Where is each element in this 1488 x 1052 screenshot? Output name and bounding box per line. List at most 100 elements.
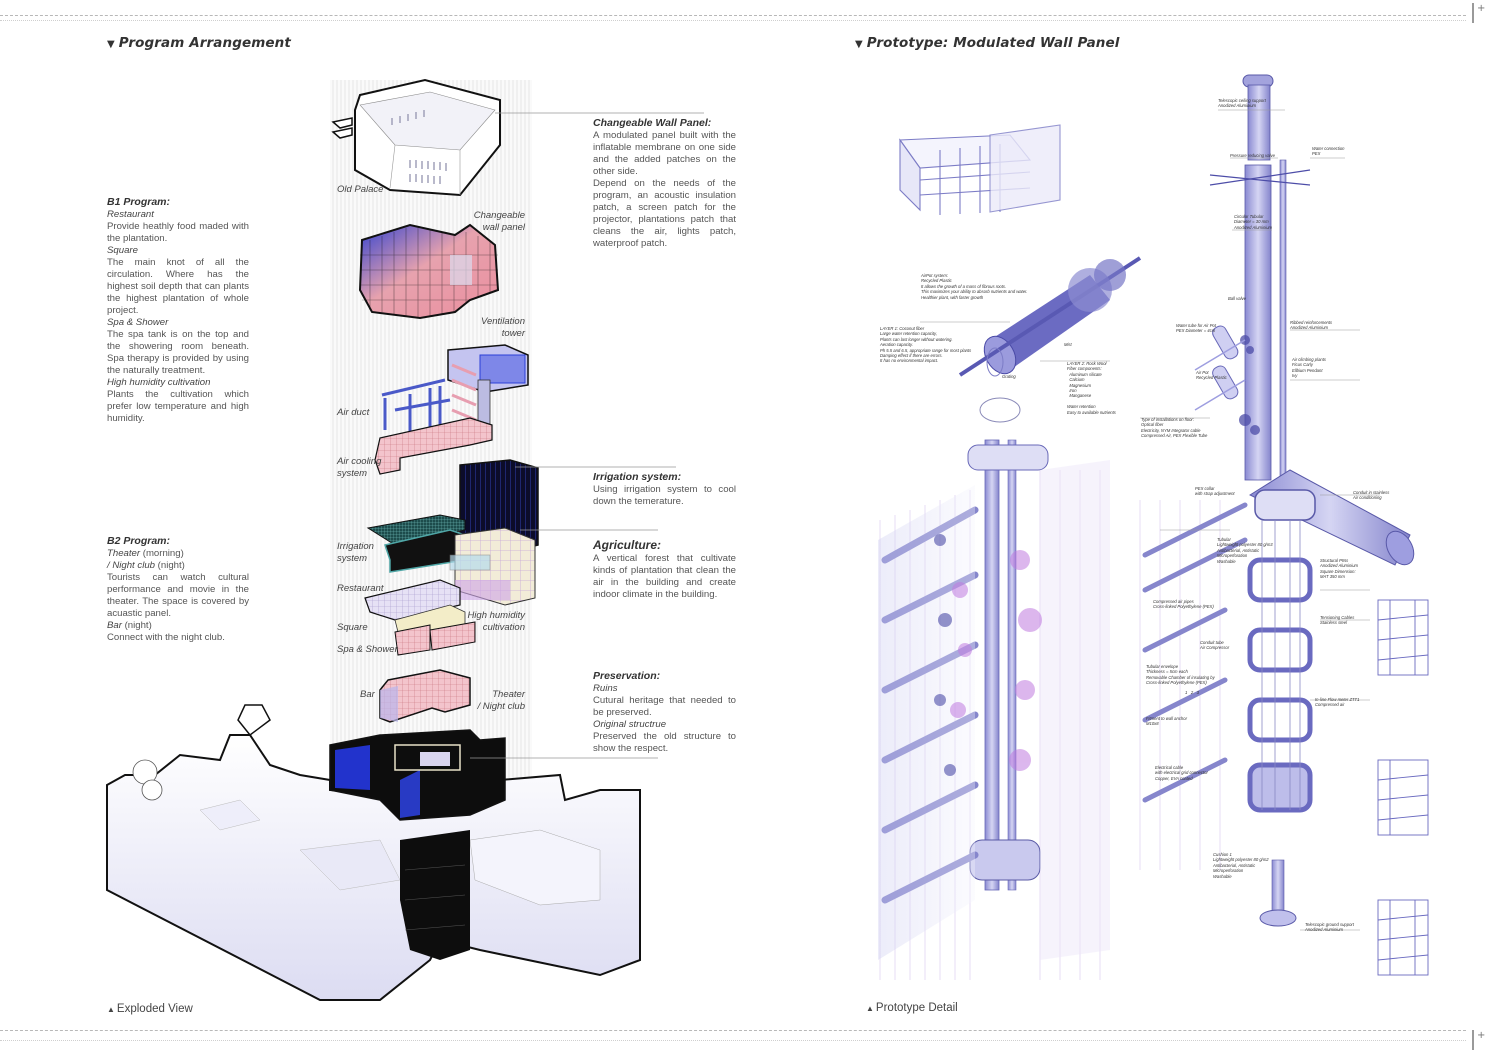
preservation-heading: Preservation: — [593, 670, 661, 682]
air-cooling-system — [374, 417, 493, 475]
proto-label-pex-collar: PEX collar with strap adjustment — [1195, 486, 1235, 497]
triangle-down-icon: ▼ — [855, 39, 863, 50]
label-theater-nightclub: Theater / Night club — [477, 689, 525, 712]
high-humidity-block — [449, 527, 536, 606]
proto-label-inline-flowmeter: In-line Flow meter ZTT1 Compressed air — [1315, 697, 1360, 708]
wall-panel-heading: Changeable Wall Panel: — [593, 117, 712, 129]
top-dotted-line — [0, 20, 1466, 21]
panel-membrane — [878, 485, 975, 960]
b2-bar-text: Connect with the night club. — [107, 632, 225, 643]
proto-label-air-pot: Air Pot Recycled Plastic — [1196, 370, 1227, 381]
label-square: Square — [337, 622, 368, 633]
proto-label-installation-type: Type of installations on floor: Optical … — [1141, 417, 1208, 439]
proto-label-tensioning-cables: Tensioning Cables Stainless steel — [1320, 615, 1355, 626]
proto-label-grating: Grating — [1002, 374, 1016, 379]
label-irrigation: Irrigation system — [337, 541, 374, 564]
label-restaurant: Restaurant — [337, 583, 384, 594]
preservation-ruins-text: Cutural heritage that needed to be prese… — [593, 695, 736, 718]
b1-cultivation-label: High humidity cultivation — [107, 377, 211, 388]
air-duct — [381, 378, 451, 435]
preservation-structure-text: Preserved the old structure to show the … — [593, 731, 736, 754]
prototype-illustration — [878, 74, 1429, 980]
proto-label-ribbed: Ribbed reinforcements Anodized Aluminium — [1290, 320, 1333, 331]
b2-nightclub-label: / Night club — [107, 560, 155, 571]
proto-label-ceiling-support: Telescopic ceiling support Anodized Alum… — [1218, 98, 1266, 109]
label-ventilation-tower: Ventilation tower — [480, 316, 525, 339]
triangle-down-icon: ▼ — [107, 39, 115, 50]
b1-cultivation-text: Plants the cultivation which prefer low … — [107, 389, 249, 424]
label-old-palace: Old Palace — [337, 184, 384, 195]
proto-label-water-tube: Water tube for Air Pot PEX Diameter = 4c… — [1176, 323, 1217, 334]
b1-restaurant-label: Restaurant — [107, 209, 154, 220]
agriculture-text: A vertical forest that cultivate kinds o… — [593, 553, 736, 600]
b1-spa-label: Spa & Shower — [107, 317, 169, 328]
triangle-up-icon: ▲ — [866, 1004, 874, 1013]
column-left — [967, 397, 1049, 891]
irrigation-annotation: Irrigation system: Using irrigation syst… — [593, 471, 736, 508]
proto-label-climbing-plants: Air climbing plants Ficus Carly Ellbium … — [1292, 357, 1326, 379]
b1-spa-text: The spa tank is on the top and the showe… — [107, 329, 249, 376]
column-right — [1142, 74, 1415, 927]
restaurant-square-spa-blocks — [364, 579, 476, 656]
proto-label-layer2: LAYER 2: Rock Wool Fiber components: Alu… — [1067, 361, 1116, 415]
wall-panel-annotation: Changeable Wall Panel: A modulated panel… — [593, 117, 736, 250]
b2-theater-text: Tourists can watch cultural performance … — [107, 572, 249, 619]
panel-sketches — [1377, 599, 1429, 976]
proto-label-pressure-valve: Pressure reducing valve — [1230, 153, 1275, 158]
wall-panel-cluster — [358, 223, 500, 320]
label-air-cooling: Air cooling system — [337, 456, 382, 479]
label-high-humidity: High humidity cultivation — [467, 610, 525, 633]
b2-bar-label: Bar — [107, 620, 122, 631]
proto-label-wall-anchor: Fitment to wall anchor M10x8 — [1146, 716, 1187, 727]
proto-label-conduit-tube: Conduit tube Air Compressor — [1200, 640, 1230, 651]
preservation-annotation: Preservation: Ruins Cutural heritage tha… — [593, 670, 736, 755]
proto-label-conduit-ac: Conduit in stainless Air conditioning — [1353, 490, 1390, 501]
panel-membrane-back — [1040, 460, 1110, 960]
label-air-duct: Air duct — [337, 407, 370, 418]
irrigation-text: Using irrigation system to cool down the… — [593, 484, 736, 507]
triangle-up-icon: ▲ — [107, 1005, 115, 1014]
program-arrangement-title: ▼Program Arrangement — [107, 35, 291, 51]
label-spa-shower: Spa & Shower — [337, 644, 398, 655]
proto-label-layer1: LAYER 1: Coconut fiber Large water reten… — [880, 326, 972, 364]
b2-theater-label: Theater — [107, 548, 141, 559]
proto-label-mist: Mist — [1064, 342, 1072, 347]
proto-label-airpot-system: AirPot system: Recycled Plastic It allow… — [921, 273, 1028, 300]
plant-clusters — [950, 550, 1042, 771]
preservation-ruins-label: Ruins — [593, 683, 618, 694]
top-dashed-line — [0, 15, 1466, 16]
b1-restaurant-text: Provide heathly food maded with the plan… — [107, 221, 249, 244]
proto-label-electrical-cable: Electrical cable with electrical grid co… — [1155, 765, 1208, 781]
b1-square-text: The main knot of all the circulation. Wh… — [107, 257, 249, 316]
proto-label-compressed-air-pipes: Compressed air pipes Cross-linked Polyet… — [1153, 599, 1214, 610]
panel-frame-small — [898, 124, 1061, 215]
irrigation-heading: Irrigation system: — [593, 471, 682, 483]
crop-mark-bottom: + — [1472, 1030, 1486, 1050]
bottom-dashed-line — [0, 1030, 1466, 1031]
bottom-dotted-line — [0, 1040, 1466, 1041]
proto-label-tubular-envelope: Tubular envelope Thickness = 5cm each Re… — [1146, 664, 1215, 686]
old-palace-block — [331, 78, 501, 197]
city-base — [106, 704, 641, 1001]
b1-program-block: B1 Program: Restaurant Provide heathly f… — [107, 196, 249, 425]
crop-mark-top: + — [1472, 3, 1486, 23]
wall-panel-text-1: A modulated panel built with the inflata… — [593, 130, 736, 177]
prototype-title: ▼Prototype: Modulated Wall Panel — [855, 35, 1120, 51]
preservation-structure-label: Original structrue — [593, 719, 667, 730]
proto-label-circular-tubular: Circular Tubular Diameter = 30 mm Anodiz… — [1234, 214, 1273, 230]
proto-label-ball-valve: Ball valve — [1228, 296, 1246, 301]
proto-label-tubular: Tubular Lightweight polyester 80 g/m3 An… — [1217, 537, 1273, 564]
proto-label-ground-support: Telescopic ground support Anodized Alumi… — [1305, 922, 1354, 933]
b2-heading: B2 Program: — [107, 535, 171, 547]
proto-label-cushion: Cushion 1 Lightweight polyester 80 g/m2 … — [1213, 852, 1269, 879]
label-bar: Bar — [360, 689, 375, 700]
b1-heading: B1 Program: — [107, 196, 171, 208]
proto-label-numbers: 1 2 3 — [1185, 690, 1199, 695]
b2-program-block: B2 Program: Theater (morning) / Night cl… — [107, 535, 249, 643]
proto-label-structural-pins: Structural PINs Anodized Aluminium Squar… — [1320, 558, 1359, 580]
wall-panel-text-2: Depend on the needs of the program, an a… — [593, 178, 736, 249]
airpot-cylinder — [958, 256, 1142, 377]
exploded-view-caption: ▲Exploded View — [107, 1003, 193, 1015]
plant-clusters-violet — [934, 534, 956, 776]
